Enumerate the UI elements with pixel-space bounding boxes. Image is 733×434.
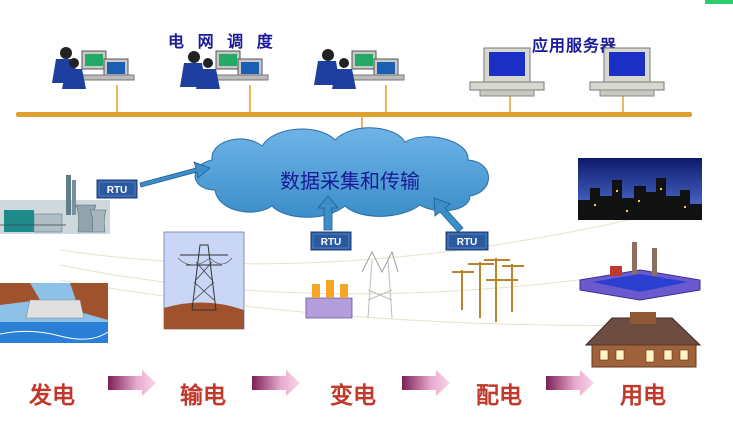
rtu-box: RTU [310,231,352,251]
corner-accent [705,0,733,4]
stage-arrow [252,370,300,396]
rtu-label: RTU [107,185,128,196]
rtu-arrow [433,197,464,233]
data-cloud: 数据采集和传输 [194,127,489,218]
connection-lines [59,214,651,326]
operator-workstation-icon [52,47,135,89]
factory-icon [579,242,701,301]
server-computer-icon [589,47,665,97]
rtu-label: RTU [457,237,478,248]
rtu-label: RTU [321,237,342,248]
stage-arrow [546,370,594,396]
stage-label-consumption: 用电 [620,382,666,409]
server-computer-icon [469,47,545,97]
transmission-tower-icon [163,231,245,330]
network-bus [16,112,692,117]
grid-dispatch-title: 电 网 调 度 [168,32,277,51]
city-skyline-icon [578,158,702,220]
app-server-title: 应用服务器 [532,36,618,55]
rtu-arrow [317,195,339,231]
connection-line [59,214,651,265]
rtu-arrow [139,161,211,188]
stage-arrows [108,370,594,396]
stage-label-transmission: 输电 [180,382,226,409]
dam-icon [0,283,109,343]
stage-arrow [108,370,156,396]
operator-workstation-icon [180,50,269,89]
rtu-box: RTU [96,179,138,199]
power-plant-icon [0,175,110,234]
rtu-box: RTU [445,231,489,251]
stage-arrow [402,370,450,396]
house-icon [584,312,702,368]
stage-label-distribution: 配电 [476,382,522,409]
substation-icon [305,250,399,319]
cloud-label: 数据采集和传输 [280,169,420,193]
stage-label-substation: 变电 [330,382,376,409]
connection-line [59,264,651,295]
stage-label-generation: 发电 [29,382,75,409]
operator-workstation-icon [314,49,405,89]
distribution-poles-icon [452,258,524,322]
rtu-arrows [139,161,464,233]
connection-line [59,279,651,326]
